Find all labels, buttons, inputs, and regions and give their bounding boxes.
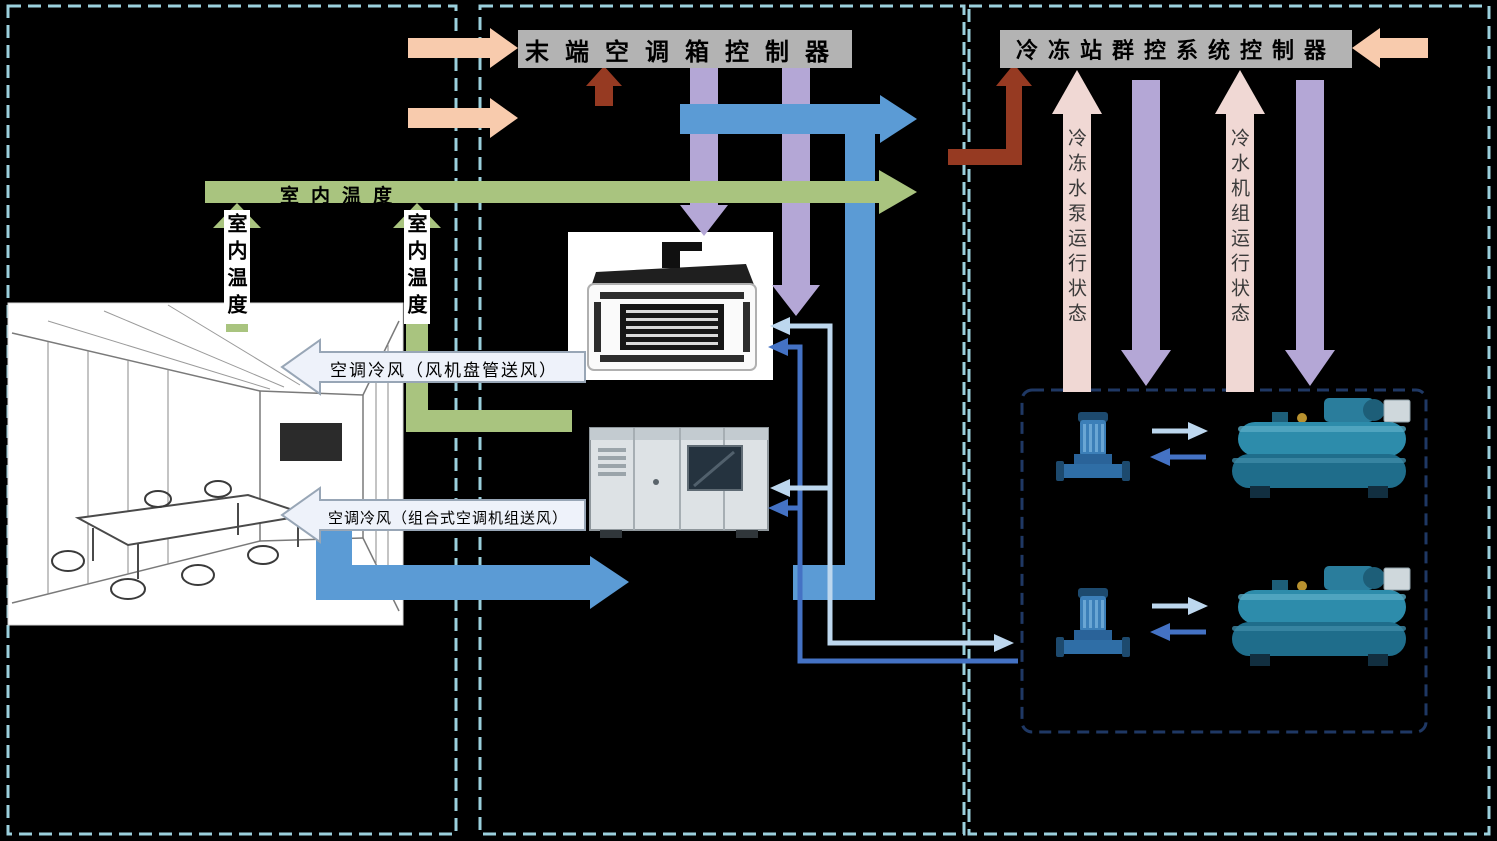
chilled-water-supply-line [788, 344, 1018, 664]
air-handling-unit-image [588, 426, 770, 540]
input-arrow-terminal-1 [408, 28, 518, 68]
chilled-water-pump-1-image [1056, 412, 1130, 481]
feedback-arrow-pumps [1052, 70, 1102, 392]
terminal-controller-feedback-arrow [586, 66, 622, 106]
input-arrow-plant [1352, 28, 1428, 68]
input-arrow-terminal-2 [408, 98, 518, 138]
supply-air-arrow-ahu [280, 486, 586, 544]
indoor-temperature-arrow-label-1: 室内温度 [224, 210, 250, 324]
chiller-feedback-arrow-label: 冷水机组运行状态 [1228, 128, 1249, 328]
control-arrow-fan-coil [680, 68, 728, 236]
feedback-arrow-chillers [1215, 70, 1265, 392]
control-arrow-chillers [1285, 80, 1335, 386]
fan-coil-unit-image [567, 231, 774, 381]
plant-equipment-box [1020, 388, 1428, 734]
control-arrow-pumps [1121, 80, 1171, 386]
supply-air-arrows [280, 338, 586, 544]
supply-air-fan-coil-label: 空调冷风（风机盘管送风） [330, 361, 558, 380]
plant-zone-panel [967, 4, 1491, 836]
plant-control-arrows [1121, 80, 1335, 386]
plant-feedback-arrows [1052, 70, 1265, 392]
return-air-arrow [316, 524, 629, 609]
chilled-water-return-line [788, 323, 996, 646]
signal-input-arrows [408, 28, 1428, 138]
supply-air-ahu-label: 空调冷风（组合式空调机组送风） [328, 510, 569, 527]
chilled-water-return-arrowheads [770, 317, 1014, 652]
plant-controller-bar: 冷冻站群控系统控制器 [1000, 30, 1352, 68]
pump-chiller-flow-arrows [1150, 422, 1208, 641]
chiller-1-image [1231, 397, 1411, 499]
plant-controller-link-arrow [948, 64, 1032, 165]
terminal-controller-bar: 末端空调箱控制器 [518, 30, 852, 68]
indoor-temperature-arrow-label-2: 室内温度 [404, 210, 430, 324]
chiller-2-image [1231, 565, 1411, 667]
chilled-water-supply-arrowheads [768, 338, 788, 517]
pump-feedback-arrow-label: 冷冻水泵运行状态 [1065, 128, 1086, 328]
indoor-temperature-bar-label: 室内温度 [280, 186, 405, 207]
supply-air-arrow-fan-coil [280, 338, 586, 396]
chilled-water-pump-2-image [1056, 588, 1130, 657]
